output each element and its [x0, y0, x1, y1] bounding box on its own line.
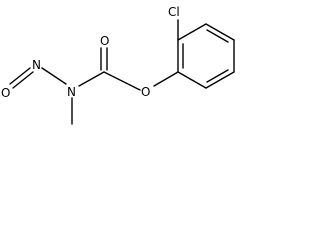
ring-inner-c3-c4: [206, 29, 229, 43]
ring-bond-c6-c1: [177, 71, 207, 89]
atom-nitroso-nitrogen: N: [32, 58, 41, 72]
atom-labels: O N N O O Cl: [1, 5, 180, 100]
structure-diagram: O N N O O Cl: [1, 5, 235, 125]
atom-ester-oxygen: O: [141, 85, 150, 99]
atom-amine-nitrogen: N: [67, 85, 76, 99]
bond-n-carbonyl: [78, 71, 105, 87]
bond-nitroso-o-n-2: [12, 71, 34, 89]
ring-bond-c3-c4: [205, 23, 235, 41]
atom-chlorine: Cl: [168, 5, 180, 19]
atom-carbonyl-oxygen: O: [100, 34, 109, 48]
ring-bond-c5-c6: [205, 71, 235, 89]
ring-inner-c5-c6: [206, 69, 229, 83]
atom-nitroso-oxygen: O: [1, 86, 10, 100]
bond-ester-o-ring: [153, 71, 179, 87]
bond-n-n: [41, 67, 67, 85]
ring-bond-c2-c3: [177, 23, 207, 41]
bond-nitroso-o-n: [9, 67, 31, 85]
bond-carbonyl-ester-o: [103, 71, 141, 91]
bonds: [9, 19, 235, 125]
